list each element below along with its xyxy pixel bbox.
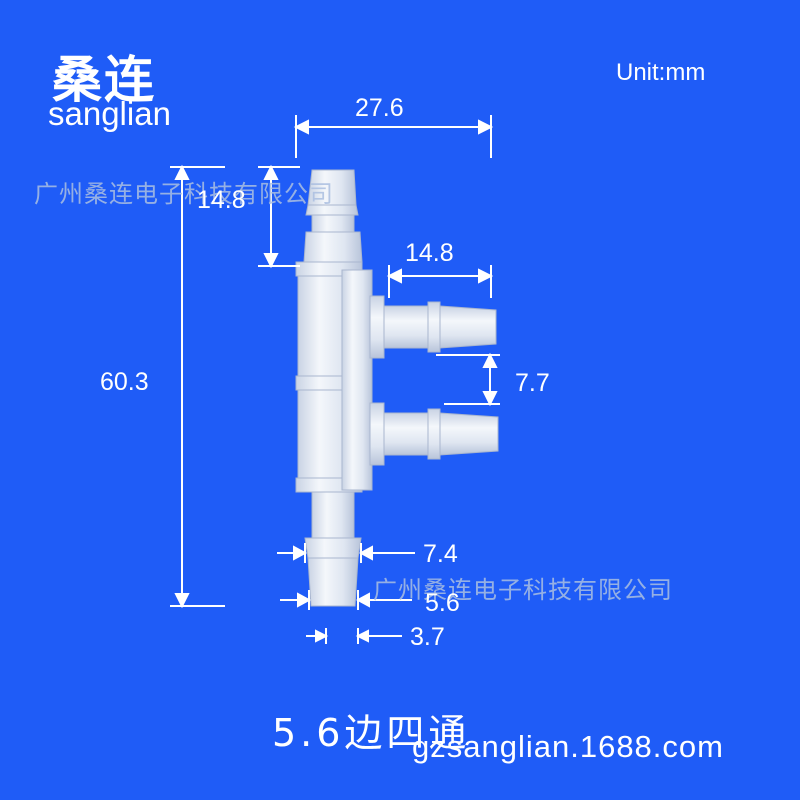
dim-overall-width-line	[293, 115, 494, 158]
dim-tube-od-line	[280, 590, 412, 610]
side-branch-upper	[369, 295, 497, 359]
dim-tube-od: 5.6	[425, 589, 460, 617]
dim-top-barb-line	[258, 164, 300, 269]
dim-overall-width: 27.6	[355, 94, 404, 122]
dim-overall-height-line	[170, 164, 225, 609]
dim-branch-spacing: 7.7	[515, 369, 550, 397]
side-branch-lower	[369, 402, 499, 466]
dim-bore-id: 3.7	[410, 623, 445, 651]
product-caption: 5.6边四通	[272, 711, 471, 755]
brand-logo-en: sanglian	[48, 95, 171, 132]
dim-barb-od-line	[277, 543, 415, 563]
unit-label: Unit:mm	[616, 59, 706, 86]
dim-side-barb-length: 14.8	[405, 239, 454, 267]
dim-branch-spacing-line	[436, 352, 500, 407]
fitting-body	[295, 169, 373, 607]
dim-side-barb-line	[386, 265, 494, 298]
dim-barb-od: 7.4	[423, 540, 458, 568]
dim-bore-id-line	[306, 628, 402, 644]
website-url: gzsanglian.1688.com	[412, 729, 724, 764]
brand-logo-cn: 桑连	[52, 51, 156, 109]
watermark-company: 广州桑连电子科技有限公司	[373, 576, 673, 604]
dim-overall-height: 60.3	[100, 368, 149, 396]
watermark-company: 广州桑连电子科技有限公司	[34, 180, 334, 208]
dim-top-barb-length: 14.8	[197, 186, 246, 214]
